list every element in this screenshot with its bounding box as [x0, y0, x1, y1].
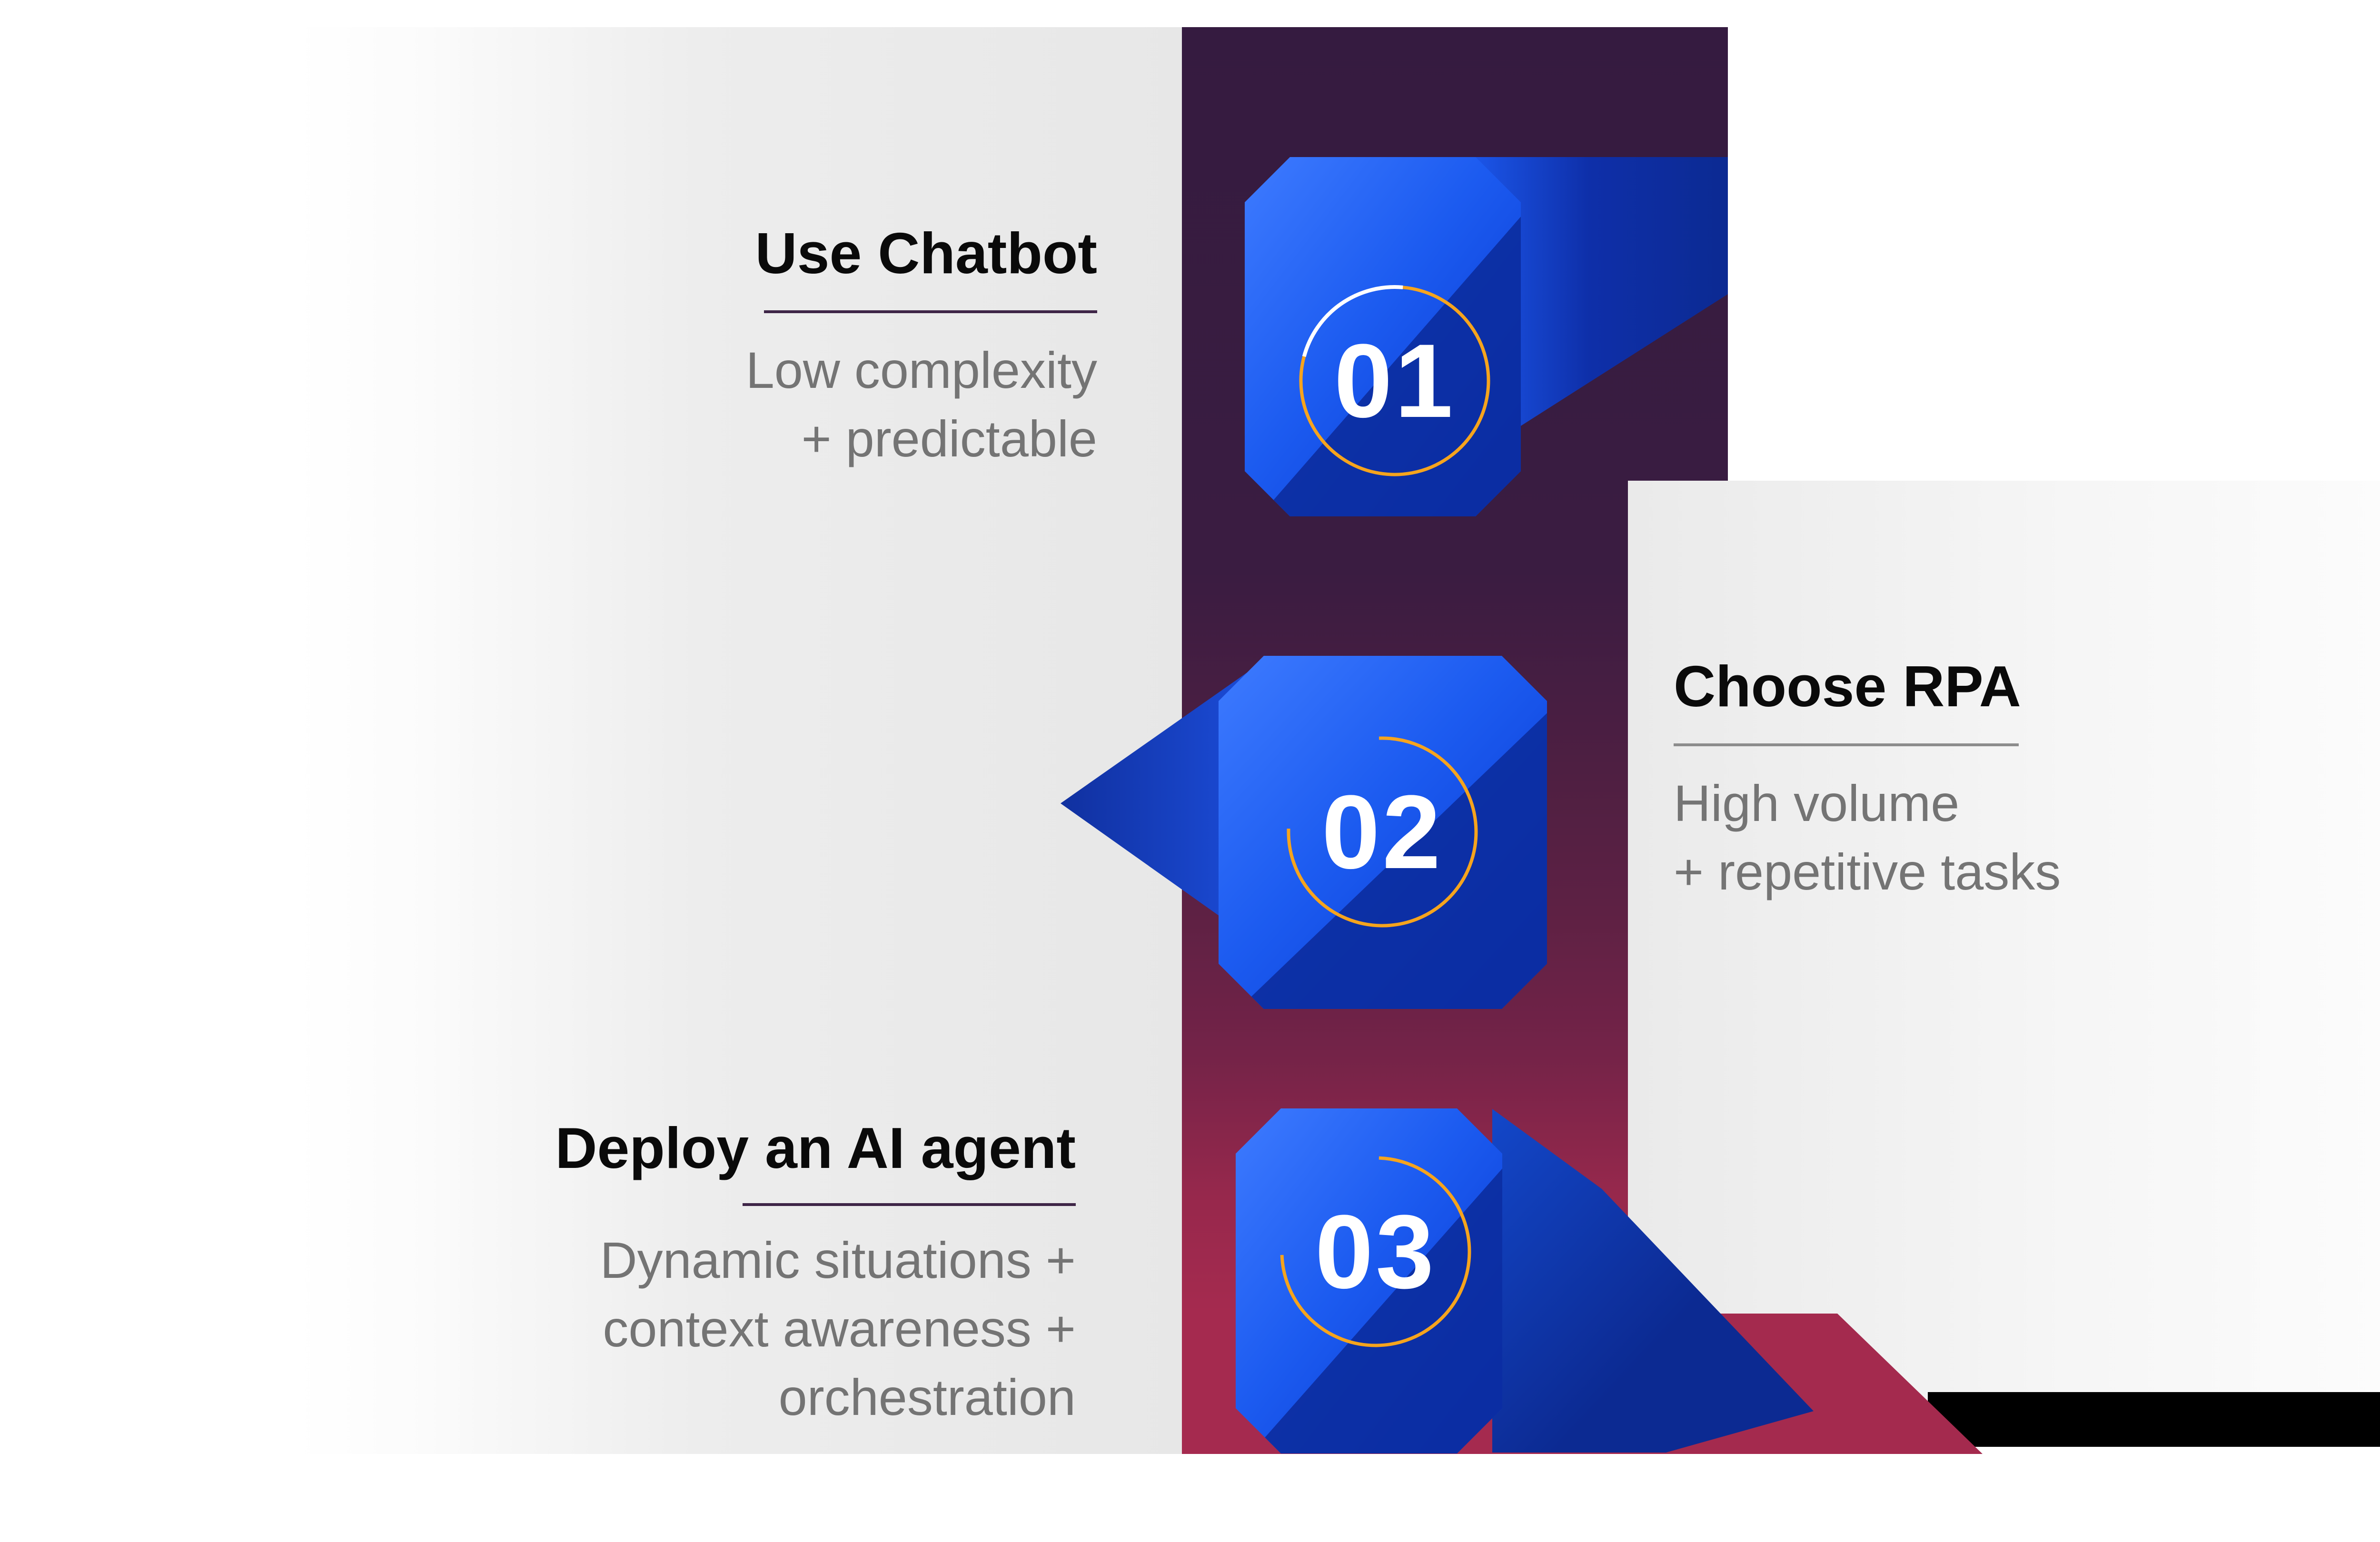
- step-02-description: High volume + repetitive tasks: [1674, 769, 2061, 906]
- step-03-title: Deploy an AI agent: [555, 1116, 1076, 1180]
- step-01-desc-line: Low complexity: [745, 341, 1097, 399]
- badge-01-shape: [1245, 157, 1728, 516]
- step-01-number: 01: [1334, 322, 1456, 439]
- step-03-description: Dynamic situations + context awareness +…: [600, 1226, 1076, 1432]
- right-gray-panel: [1628, 481, 2380, 1402]
- badge-03-ring-orange: [1280, 1156, 1471, 1347]
- badge-01-shade: [1245, 198, 1521, 516]
- step-02-desc-line: + repetitive tasks: [1674, 843, 2061, 900]
- step-02-number: 02: [1321, 773, 1443, 890]
- step-03-desc-line: context awareness +: [603, 1300, 1076, 1357]
- step-01-desc-line: + predictable: [801, 410, 1097, 467]
- wedge-02: [1061, 672, 1247, 936]
- black-bar: [1928, 1392, 2380, 1447]
- step-02-desc-line: High volume: [1674, 774, 1960, 832]
- badge-03-shape: [1236, 1108, 1814, 1453]
- flag-01: [1476, 157, 1728, 428]
- flag-03: [1492, 1109, 1814, 1453]
- badge-02-shade: [1219, 695, 1547, 1009]
- badge-03-shade: [1236, 1147, 1502, 1453]
- step-03-number: 03: [1315, 1193, 1437, 1310]
- step-02-title: Choose RPA: [1674, 654, 2021, 719]
- step-01-description: Low complexity + predictable: [746, 336, 1097, 473]
- step-01-title: Use Chatbot: [755, 221, 1097, 286]
- left-gray-panel: [295, 27, 1182, 1454]
- step-03-desc-line: Dynamic situations +: [600, 1231, 1076, 1289]
- badge-02-shape: [1061, 656, 1547, 1009]
- badge-02-ring-orange: [1287, 736, 1478, 928]
- step-01-underline: [764, 310, 1097, 313]
- badge-01-ring-white: [1302, 285, 1403, 357]
- step-03-underline: [743, 1203, 1076, 1206]
- step-02-underline: [1674, 743, 2019, 746]
- step-03-desc-line: orchestration: [778, 1368, 1076, 1426]
